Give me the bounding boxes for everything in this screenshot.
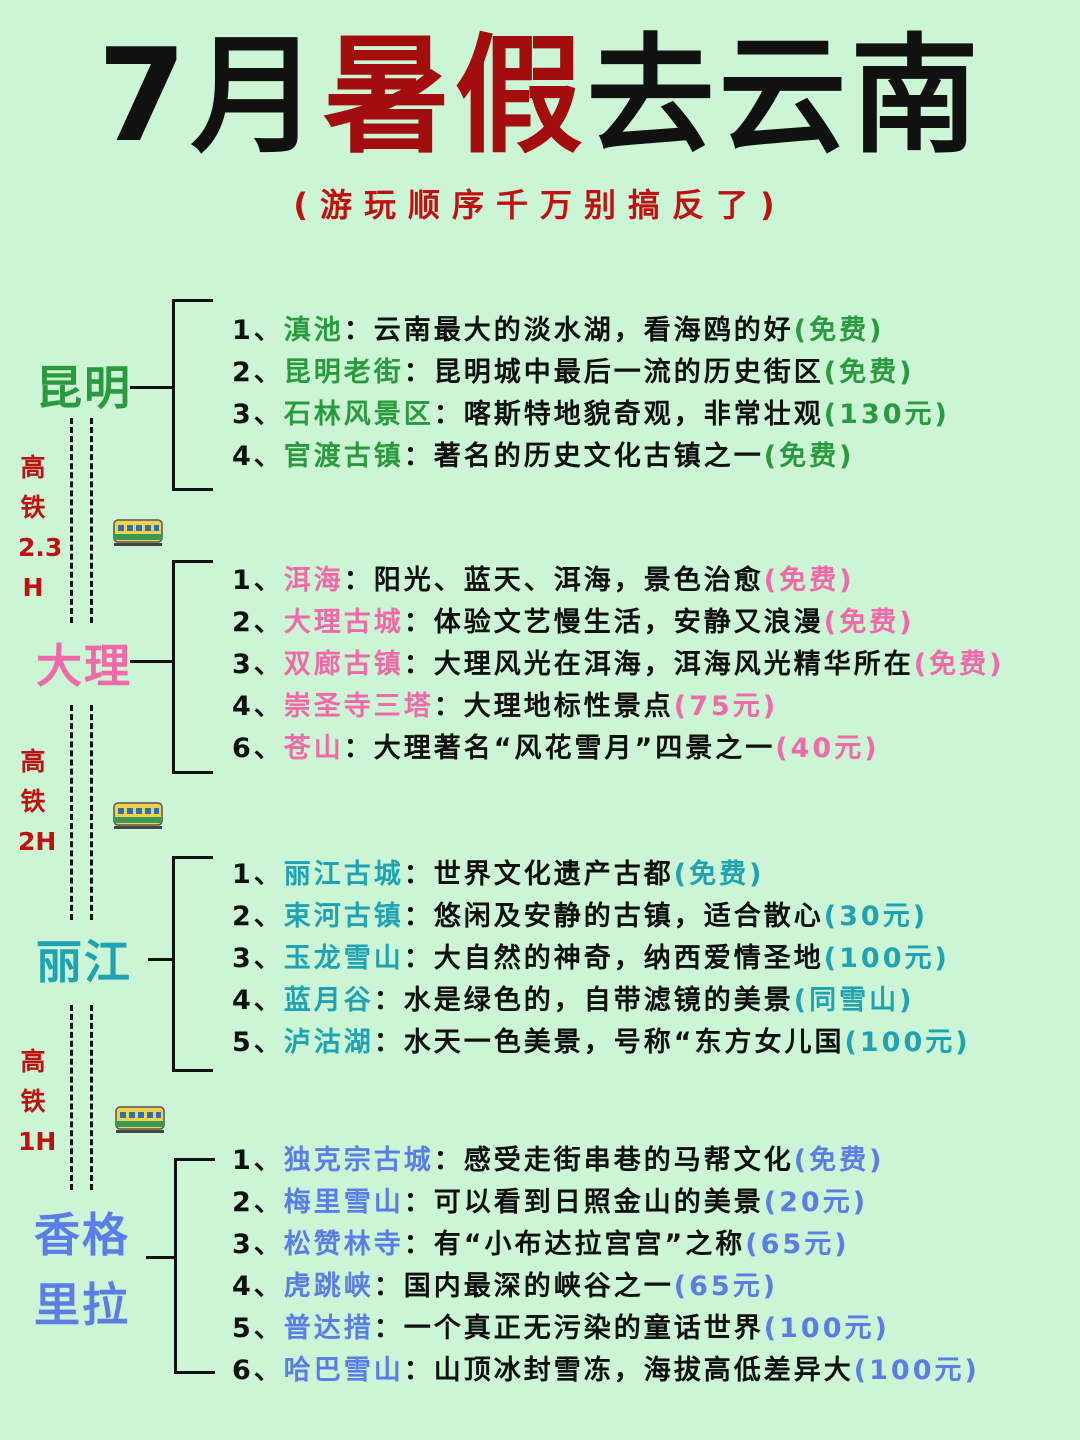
train-icon [113,802,163,829]
spot-item: 1、独克宗古城：感受走街串巷的马帮文化(免费) [232,1145,885,1176]
route-line [70,1005,73,1190]
spot-item: 1、洱海：阳光、蓝天、洱海，景色治愈(免费) [232,565,855,596]
title-prefix: 7月 [97,22,323,171]
spot-item: 2、束河古镇：悠闲及安静的古镇，适合散心(30元) [232,901,929,932]
bracket-dali [172,560,213,774]
spot-item: 5、泸沽湖：水天一色美景，号称“东方女儿国(100元) [232,1027,971,1058]
city-kunming-label: 昆明 [36,361,132,415]
bracket-lijiang [172,856,213,1072]
connector-lijiang [148,958,172,961]
spot-item: 3、双廊古镇：大理风光在洱海，洱海风光精华所在(免费) [232,649,1005,680]
spot-item: 5、普达措：一个真正无污染的童话世界(100元) [232,1313,890,1344]
spot-item: 4、官渡古镇：著名的历史文化古镇之一(免费) [232,441,855,472]
dali-spot-list: 1、洱海：阳光、蓝天、洱海，景色治愈(免费) 2、大理古城：体验文艺慢生活，安静… [232,560,1004,770]
shangrila-spot-list: 1、独克宗古城：感受走街串巷的马帮文化(免费) 2、梅里雪山：可以看到日照金山的… [232,1140,980,1392]
subtitle: (游玩顺序千万别搞反了) [293,186,787,224]
city-lijiang-label: 丽江 [36,935,132,989]
spot-item: 2、昆明老街：昆明城中最后一流的历史街区(免费) [232,357,915,388]
route-line [90,418,93,623]
route-line [70,705,73,920]
connector-kunming [130,386,172,389]
spot-item: 3、玉龙雪山：大自然的神奇，纳西爱情圣地(100元) [232,943,950,974]
title-highlight: 暑假 [322,22,587,171]
page-title: 7月暑假去云南 [0,22,1080,172]
route-line [90,1005,93,1190]
train-icon [115,1106,165,1133]
title-suffix: 去云南 [586,22,983,171]
connector-shangrila [146,1256,174,1259]
bracket-shangrila [174,1158,215,1374]
spot-item: 3、松赞林寺：有“小布达拉宫宫”之称(65元) [232,1229,850,1260]
route-line [90,705,93,920]
route-line [70,418,73,623]
bracket-kunming [172,299,213,491]
train-icon [113,519,163,546]
spot-item: 4、崇圣寺三塔：大理地标性景点(75元) [232,691,779,722]
city-dali-label: 大理 [36,639,132,693]
spot-item: 4、蓝月谷：水是绿色的，自带滤镜的美景(同雪山) [232,985,915,1016]
connector-dali [130,660,172,663]
lijiang-spot-list: 1、丽江古城：世界文化遗产古都(免费) 2、束河古镇：悠闲及安静的古镇，适合散心… [232,854,971,1064]
spot-item: 4、虎跳峡：国内最深的峡谷之一(65元) [232,1271,779,1302]
city-shangrila-label: 香格里拉 [34,1208,130,1332]
spot-item: 1、滇池：云南最大的淡水湖，看海鸥的好(免费) [232,315,885,346]
spot-item: 6、苍山：大理著名“风花雪月”四景之一(40元) [232,733,880,764]
spot-item: 3、石林风景区：喀斯特地貌奇观，非常壮观(130元) [232,399,950,430]
spot-item: 1、丽江古城：世界文化遗产古都(免费) [232,859,765,890]
spot-item: 2、梅里雪山：可以看到日照金山的美景(20元) [232,1187,869,1218]
kunming-spot-list: 1、滇池：云南最大的淡水湖，看海鸥的好(免费) 2、昆明老街：昆明城中最后一流的… [232,310,950,478]
spot-item: 2、大理古城：体验文艺慢生活，安静又浪漫(免费) [232,607,915,638]
spot-item: 6、哈巴雪山：山顶冰封雪冻，海拔高低差异大(100元) [232,1355,980,1386]
